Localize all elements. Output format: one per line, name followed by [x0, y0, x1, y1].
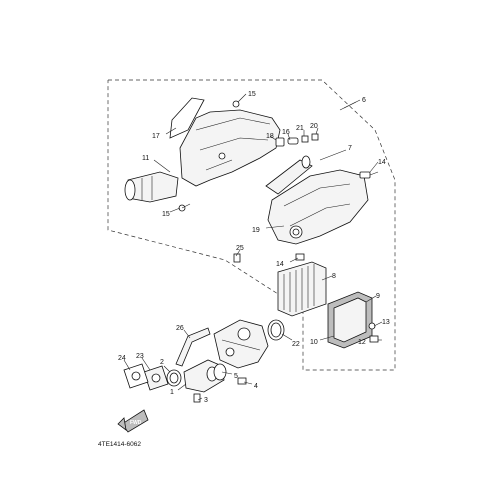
callout-26: 26	[176, 325, 184, 332]
callout-8: 8	[332, 273, 336, 280]
callout-16: 16	[282, 129, 290, 136]
callout-15-upper: 15	[248, 91, 256, 98]
callout-14-upper: 14	[378, 159, 386, 166]
callout-22: 22	[292, 341, 300, 348]
callout-5: 5	[234, 373, 238, 380]
air-box-rim	[195, 117, 271, 171]
callout-10: 10	[310, 339, 318, 346]
plate-23	[143, 365, 169, 391]
air-box-case	[267, 169, 369, 245]
callout-11: 11	[142, 155, 149, 162]
fitting-18	[275, 137, 285, 147]
carburetor	[213, 319, 269, 369]
bolt-25	[233, 253, 241, 263]
housing-boss-2	[218, 152, 226, 160]
bolt-12	[369, 335, 379, 343]
callout-1: 1	[170, 389, 174, 396]
diagram-code: 4TE1414-6062	[98, 441, 141, 448]
callout-23: 23	[136, 353, 144, 360]
callout-17: 17	[152, 133, 160, 140]
hose-clamp-22	[267, 319, 285, 341]
callout-25: 25	[236, 245, 244, 252]
fwd-label: FWD	[130, 420, 142, 426]
intake-duct-mouth	[124, 179, 136, 201]
screw-15-lower	[178, 203, 191, 212]
callout-7: 7	[348, 145, 352, 152]
callout-2: 2	[160, 359, 164, 366]
bolt-14-lower	[295, 253, 305, 261]
clamp-5	[213, 363, 227, 381]
callout-13: 13	[382, 319, 390, 326]
gasket-panel	[169, 97, 205, 139]
assembly-boundary	[107, 79, 396, 371]
fwd-arrow-icon: FWD	[117, 409, 149, 433]
callout-15-lower: 15	[162, 211, 170, 218]
leader-lines	[123, 93, 383, 401]
filter-element	[277, 261, 327, 317]
intake-duct	[127, 171, 179, 203]
air-box-housing	[179, 109, 281, 187]
bolt-4	[237, 377, 247, 385]
filter-cover	[327, 291, 373, 349]
callout-14-lower: 14	[276, 261, 284, 268]
case-detail	[283, 183, 351, 227]
breather-hose	[265, 159, 313, 195]
case-port-inner	[292, 228, 300, 236]
gasket-24	[123, 363, 149, 389]
bolt-3	[193, 393, 201, 403]
callout-18: 18	[266, 133, 274, 140]
housing-boss	[232, 100, 240, 108]
callout-6: 6	[362, 97, 366, 104]
hose-end	[301, 155, 311, 169]
callout-20: 20	[310, 123, 318, 130]
vent-hose-26	[175, 327, 211, 367]
callout-12: 12	[358, 339, 366, 346]
callout-9: 9	[376, 293, 380, 300]
callout-24: 24	[118, 355, 126, 362]
clip-21	[301, 135, 309, 143]
callout-21: 21	[296, 125, 304, 132]
bolt-13	[368, 322, 376, 330]
callout-19: 19	[252, 227, 260, 234]
o-ring-2	[166, 369, 182, 387]
callout-3: 3	[204, 397, 208, 404]
clip-20	[311, 133, 319, 141]
callout-4: 4	[254, 383, 258, 390]
bolt-14-upper	[359, 171, 379, 179]
plug-16	[287, 137, 299, 145]
callout-labels: 1 2 3 4 5 6 7 8 9 10 11 12 13 14 14 15 1…	[118, 91, 390, 404]
